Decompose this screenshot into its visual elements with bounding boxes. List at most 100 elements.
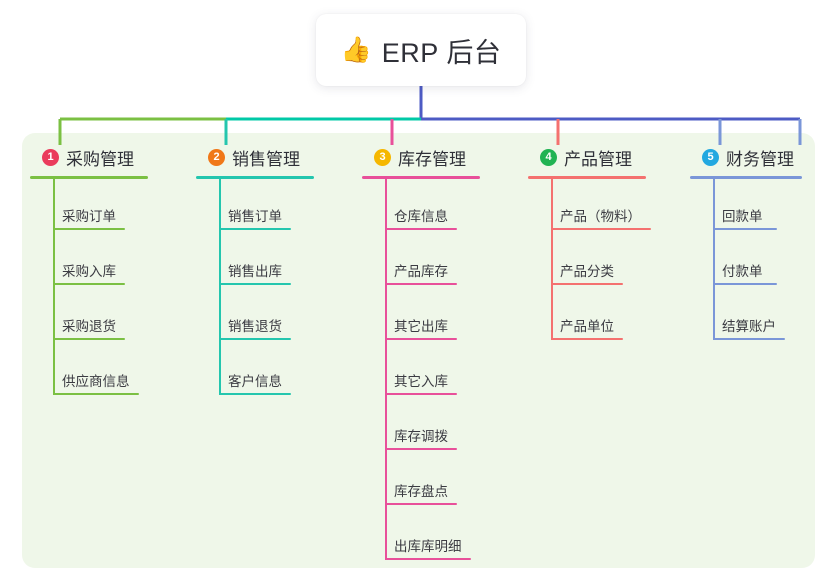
branch-number-badge: 3 — [374, 148, 391, 166]
branch-header[interactable]: 3 库存管理 — [362, 145, 480, 169]
branch-item[interactable]: 产品分类 — [528, 234, 646, 289]
branch-item-label: 仓库信息 — [394, 209, 448, 224]
branch-item-label: 其它出库 — [394, 319, 448, 334]
branch-item-label: 产品单位 — [560, 319, 614, 334]
thumbs-up-icon: 👍 — [340, 35, 372, 64]
branch-item-rule — [385, 338, 457, 340]
branch-item-list: 仓库信息产品库存其它出库其它入库库存调拨库存盘点出库库明细 — [362, 179, 480, 564]
branch-item-rule — [219, 228, 291, 230]
branch-title: 库存管理 — [398, 149, 466, 169]
branch-item-rule — [385, 393, 457, 395]
branch-item-rule — [385, 448, 457, 450]
branch-header[interactable]: 2 销售管理 — [196, 145, 314, 169]
branch-item[interactable]: 产品库存 — [362, 234, 480, 289]
root-node[interactable]: 👍 ERP 后台 — [316, 14, 526, 86]
branch-item-label: 采购入库 — [62, 264, 116, 279]
branch-item[interactable]: 客户信息 — [196, 344, 314, 399]
branch-item-label: 库存盘点 — [394, 484, 448, 499]
branch-item-label: 销售退货 — [228, 319, 282, 334]
branch-item-label: 其它入库 — [394, 374, 448, 389]
branch-item-rule — [551, 283, 623, 285]
branch-item-rule — [713, 283, 777, 285]
branch-item-label: 付款单 — [722, 264, 763, 279]
branch-item[interactable]: 结算账户 — [690, 289, 802, 344]
branch-item-list: 销售订单销售出库销售退货客户信息 — [196, 179, 314, 399]
branch-item-rule — [53, 393, 139, 395]
branch-column: 4 产品管理产品（物料） 产品分类产品单位 — [528, 145, 651, 344]
branch-spine — [53, 179, 55, 395]
branch-item-rule — [551, 338, 623, 340]
branch-item[interactable]: 其它入库 — [362, 344, 480, 399]
branch-number-badge: 5 — [702, 148, 719, 166]
branch-item-rule — [385, 503, 457, 505]
branch-number-badge: 4 — [540, 148, 557, 166]
branch-item-label: 出库库明细 — [394, 539, 462, 554]
branch-item-rule — [385, 228, 457, 230]
branch-header[interactable]: 1 采购管理 — [30, 145, 148, 169]
branch-item-label: 销售出库 — [228, 264, 282, 279]
branch-item-rule — [713, 228, 777, 230]
branch-header[interactable]: 4 产品管理 — [528, 145, 646, 169]
branch-item[interactable]: 销售订单 — [196, 179, 314, 234]
branch-item-label: 销售订单 — [228, 209, 282, 224]
branch-item[interactable]: 销售退货 — [196, 289, 314, 344]
branch-item-label: 结算账户 — [722, 319, 776, 334]
branch-item[interactable]: 采购订单 — [30, 179, 148, 234]
branch-spine — [219, 179, 221, 395]
branch-item-label: 库存调拨 — [394, 429, 448, 444]
branch-title: 销售管理 — [232, 149, 300, 169]
branch-header-rule — [362, 176, 480, 179]
branch-header-rule — [196, 176, 314, 179]
branch-item-label: 供应商信息 — [62, 374, 130, 389]
branch-item[interactable]: 库存调拨 — [362, 399, 480, 454]
branch-header-rule — [690, 176, 802, 179]
branch-item-list: 回款单付款单结算账户 — [690, 179, 802, 344]
branch-item-rule — [219, 393, 291, 395]
branch-item[interactable]: 采购入库 — [30, 234, 148, 289]
branch-item[interactable]: 产品单位 — [528, 289, 646, 344]
diagram-panel — [22, 133, 815, 568]
branch-column: 3 库存管理仓库信息产品库存其它出库其它入库库存调拨库存盘点出库库明细 — [362, 145, 480, 564]
branch-item-rule — [219, 283, 291, 285]
branch-item-label: 采购订单 — [62, 209, 116, 224]
branch-spine — [713, 179, 715, 340]
branch-item-rule — [53, 338, 125, 340]
branch-item[interactable]: 销售出库 — [196, 234, 314, 289]
branch-item-rule — [53, 283, 125, 285]
branch-item-rule — [551, 228, 651, 230]
branch-header-rule — [30, 176, 148, 179]
branch-header-rule — [528, 176, 646, 179]
branch-number-badge: 2 — [208, 148, 225, 166]
branch-item-rule — [219, 338, 291, 340]
branch-item[interactable]: 仓库信息 — [362, 179, 480, 234]
branch-title: 采购管理 — [66, 149, 134, 169]
branch-item[interactable]: 库存盘点 — [362, 454, 480, 509]
branch-item[interactable]: 回款单 — [690, 179, 802, 234]
branch-item-rule — [713, 338, 785, 340]
branch-item-label: 产品（物料） — [560, 209, 641, 224]
root-node-title: ERP 后台 — [381, 37, 502, 68]
branch-item[interactable]: 供应商信息 — [30, 344, 148, 399]
branch-number-badge: 1 — [42, 148, 59, 166]
branch-item-list: 产品（物料） 产品分类产品单位 — [528, 179, 651, 344]
branch-item[interactable]: 其它出库 — [362, 289, 480, 344]
branch-column: 2 销售管理销售订单销售出库销售退货客户信息 — [196, 145, 314, 399]
branch-item[interactable]: 产品（物料） — [528, 179, 651, 234]
branch-item-rule — [385, 283, 457, 285]
branch-item[interactable]: 采购退货 — [30, 289, 148, 344]
branch-item[interactable]: 出库库明细 — [362, 509, 480, 564]
branch-item-rule — [53, 228, 125, 230]
branch-item-label: 回款单 — [722, 209, 763, 224]
branch-title: 产品管理 — [564, 149, 632, 169]
branch-spine — [551, 179, 553, 340]
branch-item-label: 产品库存 — [394, 264, 448, 279]
branch-item-rule — [385, 558, 471, 560]
branch-item[interactable]: 付款单 — [690, 234, 802, 289]
branch-item-label: 采购退货 — [62, 319, 116, 334]
branch-item-label: 客户信息 — [228, 374, 282, 389]
branch-item-list: 采购订单采购入库采购退货供应商信息 — [30, 179, 148, 399]
branch-spine — [385, 179, 387, 560]
